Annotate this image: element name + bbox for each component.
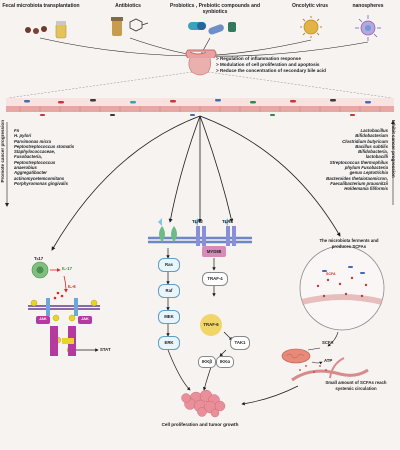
- bacteria-item: Holdemania filiformis: [344, 186, 388, 192]
- jak-left-label: JAK: [39, 317, 47, 321]
- tlr4-label: TLR4: [222, 219, 233, 224]
- bacteria-item: Clostridium butyricum: [342, 138, 388, 144]
- bacteria-item: actinomycetemcomitans: [14, 175, 65, 181]
- bacteria-item: anaerobius: [14, 165, 37, 171]
- atp-label: ATP: [324, 358, 333, 363]
- bacteria-item: H. pylori: [14, 133, 32, 139]
- promoting-bacteria-list: Fn H. pylori Parvimonas micra Peptostrep…: [14, 128, 114, 186]
- mitochondrion-icon: [281, 348, 311, 364]
- bacteria-item: Aggregatibacter: [14, 170, 47, 176]
- virus-icon: [300, 16, 322, 38]
- header-label-nanospheres: nanospheres: [352, 3, 384, 9]
- ikka-node: IKKα: [216, 356, 234, 368]
- bacteria-item: Bifidobacterium: [355, 133, 388, 139]
- intestine-drawing: [6, 58, 394, 116]
- th17-label: Tₕ17: [34, 256, 44, 261]
- bacteria-item: Fusobacteria,: [14, 154, 42, 160]
- tumor-cluster-icon: [181, 389, 226, 418]
- il17-label: IL-17: [62, 266, 73, 271]
- pill-bottle-molecule-icon: [111, 17, 149, 36]
- myd88-node: MYD88: [202, 246, 226, 257]
- scfa-zoom-circle: [299, 245, 385, 331]
- mek-node: MEK: [158, 310, 180, 324]
- systemic-note: Small amount of SCFAs reach systemic cir…: [325, 380, 387, 391]
- bacteria-item: genus Leptotrichia: [349, 170, 388, 176]
- bacteria-item: Porphyromonas gingivalis: [14, 180, 68, 186]
- stool-sample-icon: [25, 21, 67, 39]
- bacteria-item: phylum Fusobacteria: [344, 165, 388, 171]
- traf6-node: TRAF-6: [200, 314, 222, 336]
- bacteria-item: Peptostreptococcus: [14, 159, 56, 165]
- outcome-label: Cell proliferation and tumor growth: [161, 422, 239, 427]
- bacteria-item: Bacteroides thetaiotaomicron,: [326, 175, 388, 181]
- scfa-label: SCFA: [322, 340, 334, 345]
- bacteria-item: Streptococcus thermophilus: [329, 159, 388, 165]
- bacteria-item: Parvimonas micra: [14, 138, 52, 144]
- mechanism-line-3: > Reduce the concentration of secondary …: [216, 68, 326, 73]
- tlr2-label: TLR2: [192, 219, 203, 224]
- bacteria-item: Faecalibacterium prausnitzii: [330, 180, 388, 186]
- header-label-oncolytic-virus: Oncolytic virus: [291, 3, 329, 9]
- bacteria-item: Bacillus subtilis: [355, 143, 388, 149]
- erk-node: ERK: [158, 336, 180, 350]
- traf4-node: TRAF-4: [202, 272, 228, 286]
- header-label-antibiotics: Antibiotics: [115, 3, 141, 9]
- bacteria-item: Lactobacillus: [360, 128, 388, 133]
- ikkb-node: IKKβ: [198, 356, 216, 368]
- capsule-pills-icon: [188, 22, 236, 35]
- mechanism-line-1: > Regulation of inflammation response: [216, 56, 301, 61]
- stat-label: STAT: [100, 347, 111, 352]
- bacteria-item: Staphylococcaceae,: [14, 149, 56, 155]
- bacteria-item: Bifidobacteria,: [358, 149, 388, 155]
- ferment-note: The microbiota ferments and produces SCF…: [319, 238, 379, 249]
- jak-right-label: JAK: [81, 317, 89, 321]
- tak1-node: TAK1: [230, 336, 250, 350]
- il6-label: IL-6: [68, 284, 76, 289]
- bacteria-item: Peptostreptococcus stomatis: [14, 143, 75, 149]
- bacteria-item: lactobacilli: [365, 154, 388, 160]
- mechanism-line-2: > Modulation of cell proliferation and a…: [216, 62, 320, 67]
- scfa-tag: SCFA: [326, 272, 336, 276]
- bacteria-item: Fn: [14, 128, 20, 133]
- inhibit-cancer-progression-label: Inhibit cancer progression: [391, 120, 396, 178]
- inhibiting-bacteria-list: Lactobacillus Bifidobacterium Clostridiu…: [290, 128, 388, 192]
- header-icons: [25, 15, 381, 59]
- header-label-fmt: Fecal microbiota transplantation: [2, 3, 80, 9]
- raf-node: Raf: [158, 284, 180, 298]
- nanosphere-icon: [355, 15, 381, 41]
- intestine-icon: [185, 49, 217, 59]
- header-label-probiotics: Probiotics , Prebiotic compounds and syn…: [169, 3, 260, 15]
- ras-node: Ras: [158, 258, 180, 272]
